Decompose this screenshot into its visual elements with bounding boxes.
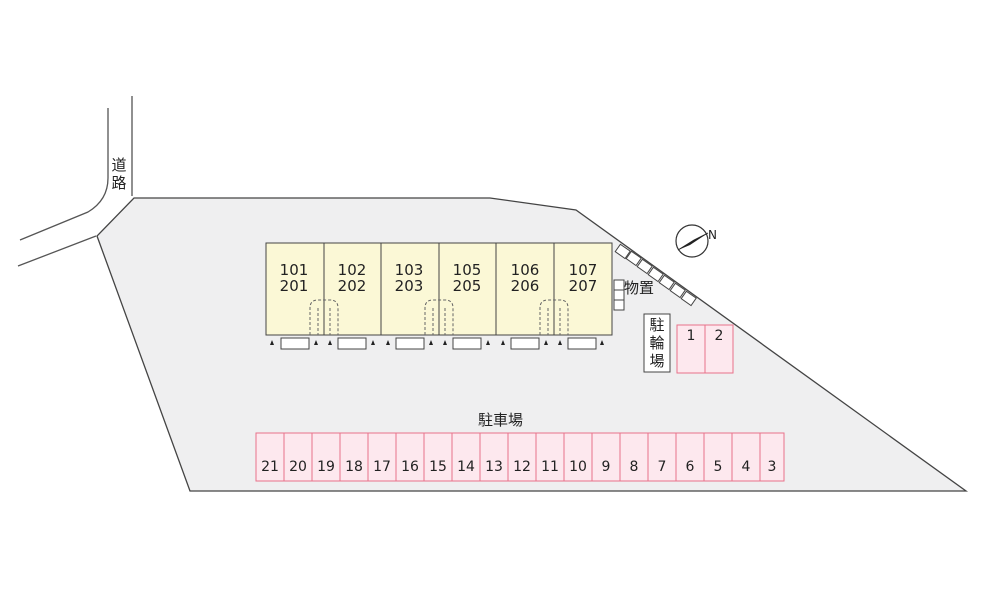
unit-lower: 101 bbox=[279, 261, 309, 279]
parking-stall-20: 20 bbox=[289, 459, 307, 475]
parking-stall-21: 21 bbox=[261, 459, 279, 475]
unit-upper: 201 bbox=[279, 277, 309, 295]
parking-stall-13: 13 bbox=[485, 459, 503, 475]
parking-stall-10: 10 bbox=[569, 459, 587, 475]
parking-stall-12: 12 bbox=[513, 459, 531, 475]
road-label-bottom: 路 bbox=[110, 174, 128, 192]
bicycle-stall-1: 1 bbox=[686, 328, 696, 344]
parking-stall-9: 9 bbox=[601, 459, 611, 475]
road bbox=[17, 96, 133, 267]
parking-stall-16: 16 bbox=[401, 459, 419, 475]
bicycle-parking-label-box bbox=[643, 313, 671, 373]
apartment-building bbox=[265, 242, 613, 350]
unit-upper: 203 bbox=[394, 277, 424, 295]
unit-107-207: 107 207 bbox=[555, 262, 611, 294]
unit-102-202: 102 202 bbox=[324, 262, 380, 294]
unit-106-206: 106 206 bbox=[497, 262, 553, 294]
north-label: N bbox=[708, 228, 717, 242]
bicycle-stalls bbox=[676, 324, 734, 374]
parking-stall-19: 19 bbox=[317, 459, 335, 475]
parking-stall-18: 18 bbox=[345, 459, 363, 475]
storage-boxes bbox=[613, 279, 625, 311]
north-compass-icon bbox=[675, 224, 709, 258]
parking-stall-15: 15 bbox=[429, 459, 447, 475]
bicycle-stall-2: 2 bbox=[714, 328, 724, 344]
unit-upper: 202 bbox=[337, 277, 367, 295]
unit-lower: 103 bbox=[394, 261, 424, 279]
bicycle-parking-label: 駐輪場 bbox=[649, 316, 665, 370]
storage-label: 物置 bbox=[624, 279, 655, 297]
parking-stall-11: 11 bbox=[541, 459, 559, 475]
unit-103-203: 103 203 bbox=[381, 262, 437, 294]
unit-lower: 105 bbox=[452, 261, 482, 279]
parking-stall-7: 7 bbox=[657, 459, 667, 475]
parking-stall-4: 4 bbox=[741, 459, 751, 475]
unit-lower: 106 bbox=[510, 261, 540, 279]
parking-stalls bbox=[255, 432, 785, 482]
unit-lower: 102 bbox=[337, 261, 367, 279]
parking-label: 駐車場 bbox=[478, 411, 524, 429]
unit-lower: 107 bbox=[568, 261, 598, 279]
parking-stall-14: 14 bbox=[457, 459, 475, 475]
unit-upper: 206 bbox=[510, 277, 540, 295]
unit-upper: 207 bbox=[568, 277, 598, 295]
unit-105-205: 105 205 bbox=[439, 262, 495, 294]
road-label-char-2: 路 bbox=[111, 174, 127, 192]
unit-101-201: 101 201 bbox=[266, 262, 322, 294]
parking-stall-17: 17 bbox=[373, 459, 391, 475]
road-label-top: 道 bbox=[110, 156, 128, 174]
parking-stall-8: 8 bbox=[629, 459, 639, 475]
road-label-char-1: 道 bbox=[111, 156, 127, 174]
parking-stall-3: 3 bbox=[767, 459, 777, 475]
parking-stall-6: 6 bbox=[685, 459, 695, 475]
parking-stall-5: 5 bbox=[713, 459, 723, 475]
unit-upper: 205 bbox=[452, 277, 482, 295]
fence-blocks bbox=[614, 243, 697, 307]
